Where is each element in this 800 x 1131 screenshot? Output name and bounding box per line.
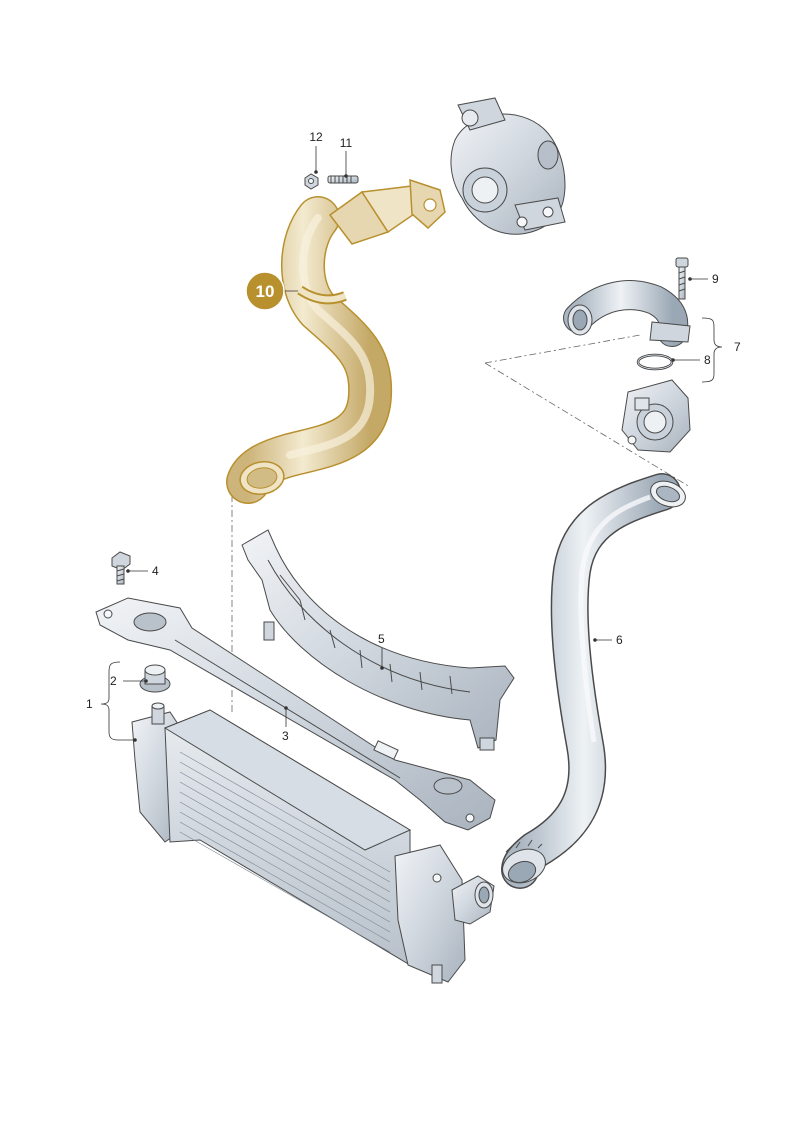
callout-labels: 12 11 9 7 8 4 2 1 3 5 6 [86, 130, 741, 743]
throttle-body [621, 379, 691, 453]
charge-hose-part-6 [501, 473, 686, 889]
callout-4: 4 [152, 564, 159, 578]
callout-12: 12 [309, 130, 323, 144]
screw-part-4 [111, 551, 131, 585]
callout-3: 3 [282, 729, 289, 743]
callout-10-badge[interactable]: 10 [245, 271, 285, 311]
nut-part-12 [304, 173, 319, 190]
callout-5: 5 [378, 632, 385, 646]
o-ring-part-8 [636, 353, 674, 371]
callout-7: 7 [734, 340, 741, 354]
callout-8: 8 [704, 353, 711, 367]
turbocharger [450, 97, 566, 235]
pressure-pipe-part-10 [226, 178, 446, 504]
callout-9: 9 [712, 272, 719, 286]
shroud-bracket-part-5 [241, 529, 515, 751]
support-bar-part-3 [95, 597, 496, 831]
screw-part-9 [675, 257, 689, 300]
intercooler-part-1 [131, 702, 495, 984]
callout-2: 2 [110, 674, 117, 688]
callout-11: 11 [340, 136, 353, 150]
leader-lines [100, 146, 723, 742]
callout-10: 10 [256, 282, 275, 301]
rubber-mount-part-2 [139, 664, 171, 693]
callout-6: 6 [616, 633, 623, 647]
elbow-connector-part-7 [563, 280, 691, 347]
callout-1: 1 [86, 697, 93, 711]
bolt-part-11 [327, 175, 359, 184]
